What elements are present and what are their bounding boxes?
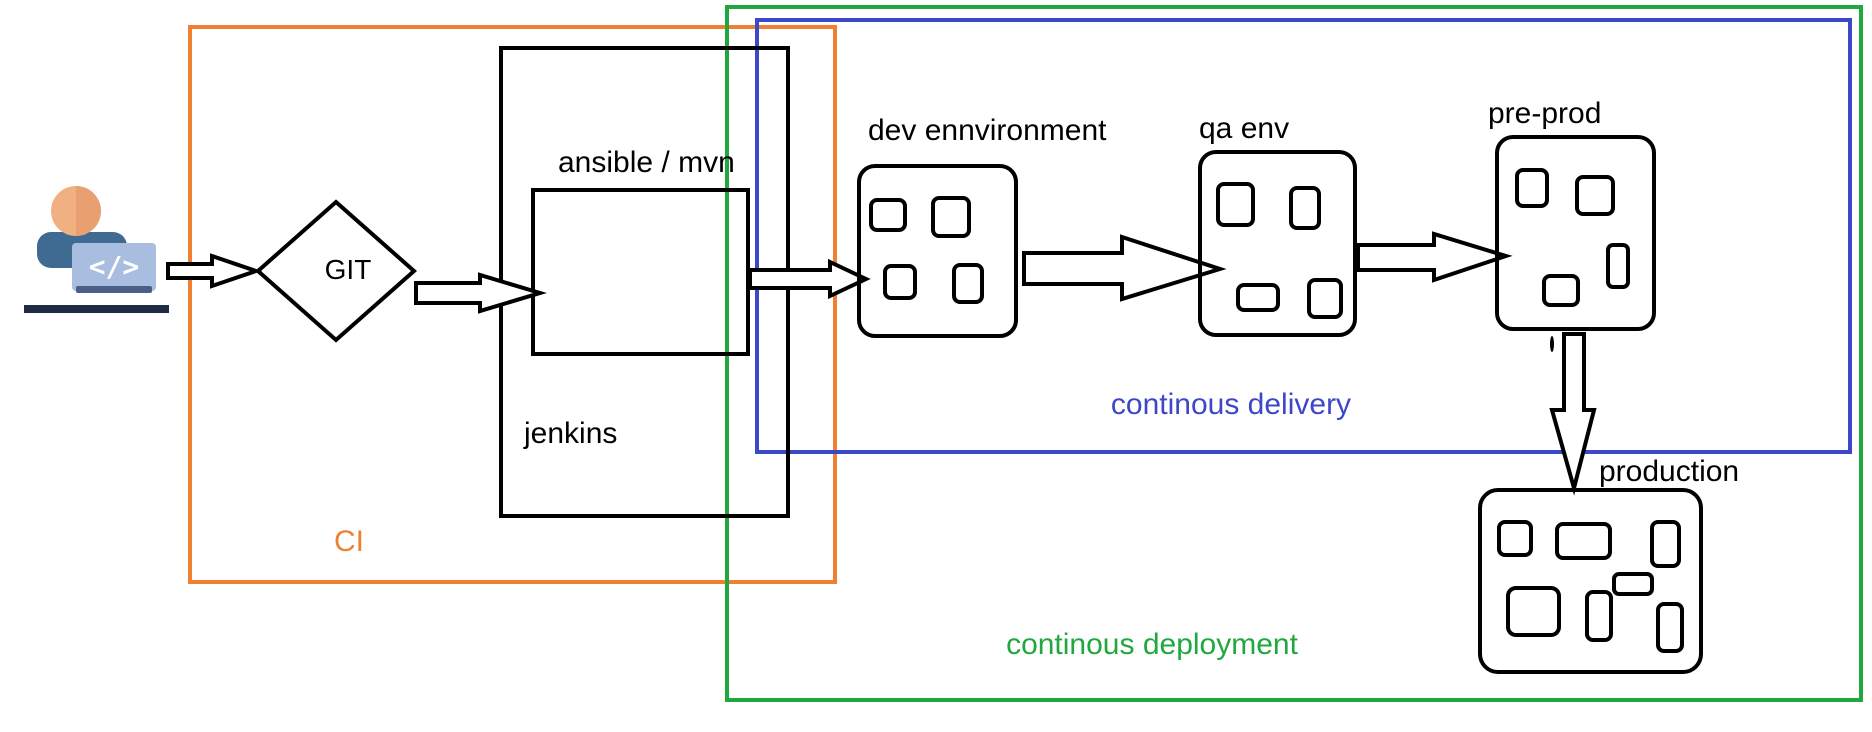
arrow-mark — [1550, 336, 1554, 352]
build-tool-box — [531, 188, 750, 356]
git-diamond — [254, 199, 418, 343]
arrow-dev-to-qa — [1022, 234, 1227, 302]
dev-environment-label: dev ennvironment — [868, 114, 1107, 147]
qa-env-label: qa env — [1199, 112, 1289, 145]
jenkins-label: jenkins — [523, 417, 617, 450]
arrow-git-to-build — [414, 272, 547, 314]
ci-label: CI — [334, 525, 364, 558]
preprod-label: pre-prod — [1488, 97, 1601, 130]
arrow-qa-to-preprod — [1356, 231, 1513, 283]
arrow-build-to-dev — [748, 258, 871, 300]
delivery-region — [755, 18, 1852, 454]
production-label: production — [1599, 455, 1739, 488]
deployment-region — [725, 5, 1863, 702]
build-tool-label: ansible / mvn — [558, 146, 735, 179]
production-node — [1478, 488, 1703, 674]
developer-laptop-icon: </> — [24, 186, 169, 313]
ci-region — [188, 25, 837, 584]
git-label: GIT — [325, 254, 372, 285]
qa-environment-node — [1198, 150, 1357, 337]
arrow-preprod-to-production — [1549, 332, 1597, 496]
delivery-label: continous delivery — [1111, 388, 1351, 421]
dev-environment-node — [857, 164, 1018, 338]
preprod-node — [1495, 135, 1656, 331]
deployment-label: continous deployment — [1006, 628, 1299, 661]
arrow-developer-to-git — [166, 253, 263, 289]
svg-text:</>: </> — [89, 250, 140, 283]
